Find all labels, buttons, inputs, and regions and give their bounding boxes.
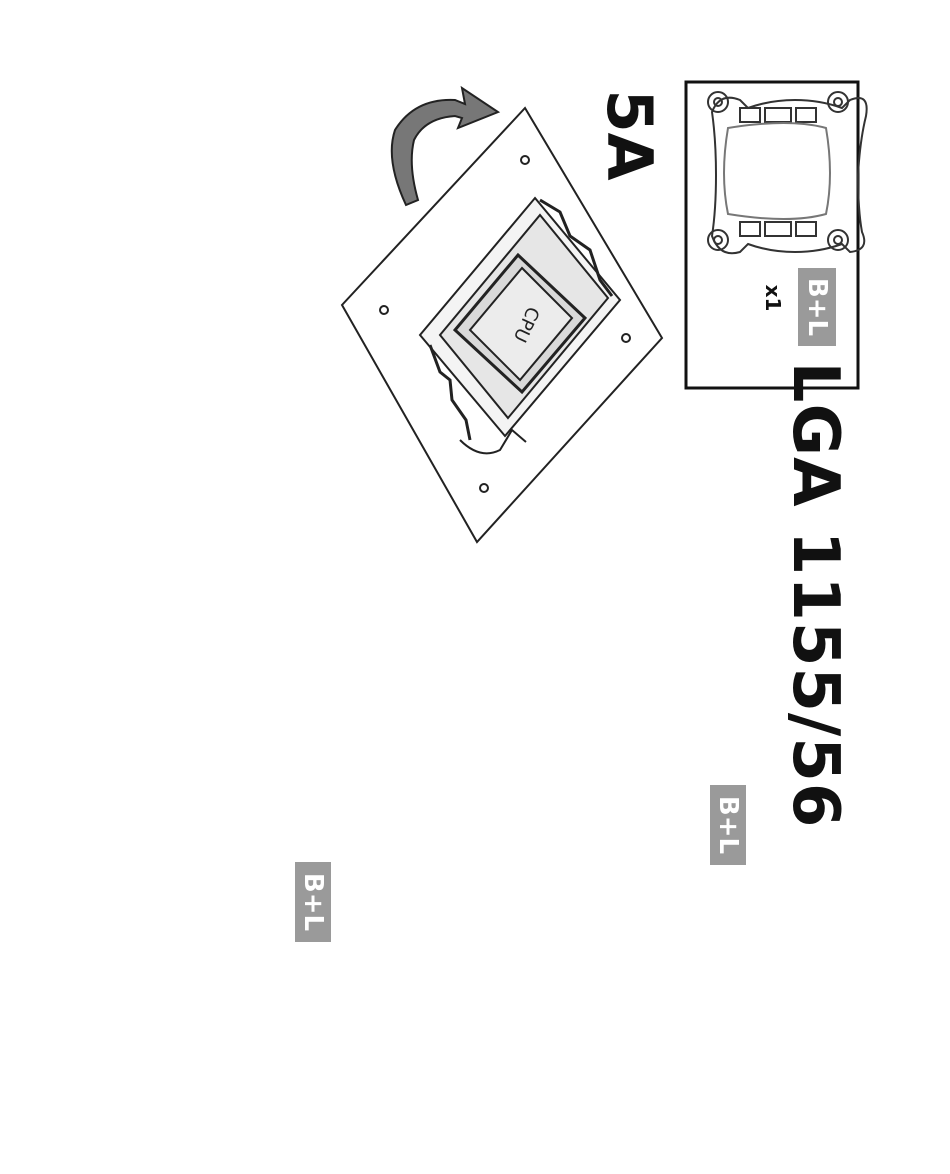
bracket-badge: B+L: [710, 785, 746, 865]
socket-title: LGA 1155/56: [785, 370, 845, 820]
quantity-label: x1: [760, 275, 786, 321]
inset-badge: B+L: [798, 268, 836, 346]
inset-badge-text: B+L: [802, 278, 832, 336]
bracket-badge-text: B+L: [713, 796, 743, 854]
hand-panel-badge: B+L: [295, 862, 331, 942]
inset-box: [686, 82, 867, 388]
step-label: 5A: [600, 70, 660, 200]
hand-panel-badge-text: B+L: [298, 873, 328, 931]
